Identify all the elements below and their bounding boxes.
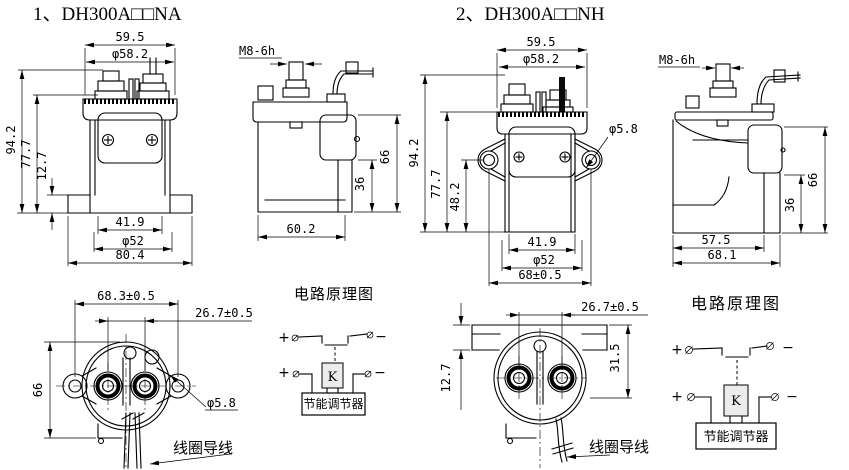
p1-side-view: M8-6h 66 36 60.2 — [239, 44, 401, 241]
p1-front-dim-h-body: 77.7 — [19, 140, 33, 169]
p1-side-thread-label: M8-6h — [239, 44, 275, 58]
p1-bottom-view: 68.3±0.5 26.7±0.5 66 φ5.8 线圈导线 — [31, 289, 253, 469]
p2-front-view: 59.5 φ58.2 94.2 77.7 48.2 φ5.8 41.9 φ52 … — [407, 35, 638, 286]
p2-circuit-minus-contact: − — [782, 340, 794, 356]
p1-circuit-minus-coil: − — [374, 365, 386, 381]
p2-side-dim-h: 66 — [806, 173, 820, 187]
p1-circuit-coil-label: K — [328, 370, 338, 385]
product1-section: 1、DH300A□□NA — [4, 4, 401, 469]
p2-front-dim-mount-holes: 68±0.5 — [518, 268, 561, 282]
p1-coil-leads-label: 线圈导线 — [173, 439, 233, 457]
p2-circuit-regulator-label: 节能调节器 — [703, 430, 768, 445]
p1-circuit-diagram: 电路原理图 + − K + − 节能调节器 — [278, 285, 387, 416]
p2-bottom-dim-bracket: 12.7 — [439, 364, 453, 393]
p2-front-dim-width-top: 59.5 — [527, 35, 556, 49]
p2-circuit-coil-label: K — [731, 394, 741, 409]
p2-front-dim-h-ear: 48.2 — [448, 183, 462, 212]
p2-side-dim-tail: 36 — [783, 198, 797, 212]
p2-bottom-dim-right: 31.5 — [608, 344, 622, 373]
p1-circuit-title: 电路原理图 — [294, 285, 374, 303]
p1-front-dim-w-screws: 41.9 — [116, 215, 145, 229]
p2-side-view: M8-6h 66 36 57.5 68.1 — [658, 53, 828, 267]
p1-circuit-plus-coil: + — [278, 365, 290, 381]
p2-circuit-title: 电路原理图 — [691, 294, 781, 313]
p2-front-dim-dia-body: φ52 — [533, 253, 555, 267]
p1-front-dim-dia-top: φ58.2 — [112, 47, 148, 61]
p2-side-thread-label: M8-6h — [659, 53, 695, 67]
p1-side-dim-w: 60.2 — [287, 222, 316, 236]
p2-front-dim-h-body: 77.7 — [429, 170, 443, 199]
p2-circuit-plus-contact: + — [671, 342, 683, 358]
product2-section: 2、DH300A□□NH — [407, 4, 828, 468]
p2-front-dim-hole-dia: φ5.8 — [609, 122, 638, 136]
p2-bottom-dim-terminals: 26.7±0.5 — [581, 300, 639, 314]
p1-front-dim-h-flange: 12.7 — [35, 152, 49, 181]
p2-coil-leads-label: 线圈导线 — [589, 438, 649, 456]
p1-front-dim-dia-body: φ52 — [122, 234, 144, 248]
p1-side-dim-h: 66 — [378, 150, 392, 164]
p1-bottom-dim-hole-dia: φ5.8 — [207, 396, 236, 410]
p2-side-dim-w-bottom: 68.1 — [708, 248, 737, 262]
p1-bottom-dim-terminals: 26.7±0.5 — [195, 306, 253, 320]
p1-front-dim-h-total: 94.2 — [4, 126, 18, 155]
p1-front-view: 59.5 φ58.2 94.2 77.7 12.7 41.9 φ52 80.4 — [4, 30, 193, 266]
p2-front-dim-w-screws: 41.9 — [528, 235, 557, 249]
p1-side-dim-tail: 36 — [353, 177, 367, 191]
p2-circuit-plus-coil: + — [671, 389, 683, 405]
p2-bottom-view: 26.7±0.5 31.5 12.7 线圈导线 — [439, 300, 649, 468]
p1-bottom-dim-mount-holes: 68.3±0.5 — [97, 289, 155, 303]
p2-side-dim-w-inner: 57.5 — [702, 233, 731, 247]
p1-circuit-regulator-label: 节能调节器 — [303, 397, 363, 411]
p2-circuit-minus-coil: − — [786, 389, 798, 405]
product2-title: 2、DH300A□□NH — [456, 4, 605, 25]
p1-front-dim-w-flange: 80.4 — [116, 248, 145, 262]
p2-circuit-diagram: 电路原理图 + − K + − 节能调节器 — [671, 294, 798, 450]
p2-front-dim-h-total: 94.2 — [407, 139, 421, 168]
p1-front-dim-width-top: 59.5 — [116, 30, 145, 44]
p1-circuit-minus-contact: − — [375, 329, 387, 345]
p1-circuit-plus-contact: + — [278, 330, 290, 346]
p1-bottom-dim-h: 66 — [31, 383, 45, 397]
p2-front-dim-dia-top: φ58.2 — [523, 52, 559, 66]
product1-title: 1、DH300A□□NA — [33, 4, 182, 25]
